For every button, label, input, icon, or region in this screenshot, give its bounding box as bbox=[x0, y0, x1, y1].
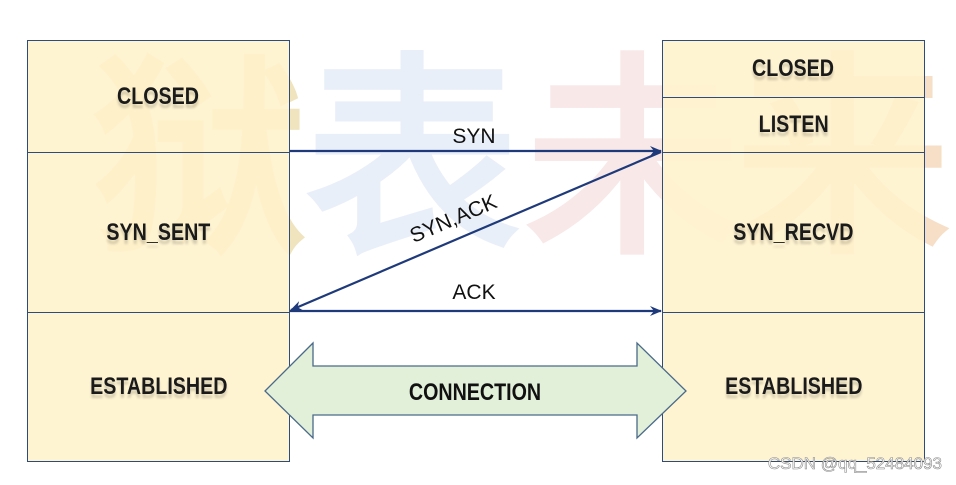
server-state-column: CLOSED LISTEN SYN_RECVD ESTABLISHED bbox=[662, 40, 925, 462]
state-label: CLOSED bbox=[117, 82, 200, 110]
ack-label: ACK bbox=[452, 281, 495, 304]
syn-ack-arrow bbox=[290, 150, 662, 312]
state-label: ESTABLISHED bbox=[89, 373, 228, 400]
state-label: LISTEN bbox=[758, 111, 829, 138]
connection-label: CONNECTION bbox=[409, 378, 541, 405]
state-label: SYN_RECVD bbox=[733, 218, 854, 246]
csdn-credit: CSDN @qq_52484093 bbox=[767, 454, 943, 474]
connection-double-arrow bbox=[264, 341, 687, 440]
state-label: CLOSED bbox=[752, 55, 835, 82]
client-state-closed: CLOSED bbox=[28, 41, 289, 153]
syn-ack-label: SYN,ACK bbox=[407, 190, 501, 247]
state-label: SYN_SENT bbox=[106, 218, 211, 246]
server-state-closed: CLOSED bbox=[663, 41, 924, 98]
client-state-syn-sent: SYN_SENT bbox=[28, 153, 289, 313]
syn-label: SYN bbox=[452, 125, 495, 148]
client-state-column: CLOSED SYN_SENT ESTABLISHED bbox=[27, 40, 290, 462]
client-state-established: ESTABLISHED bbox=[28, 313, 289, 461]
server-state-established: ESTABLISHED bbox=[663, 313, 924, 461]
server-state-listen: LISTEN bbox=[663, 98, 924, 153]
state-label: ESTABLISHED bbox=[724, 373, 863, 400]
server-state-syn-recvd: SYN_RECVD bbox=[663, 153, 924, 313]
